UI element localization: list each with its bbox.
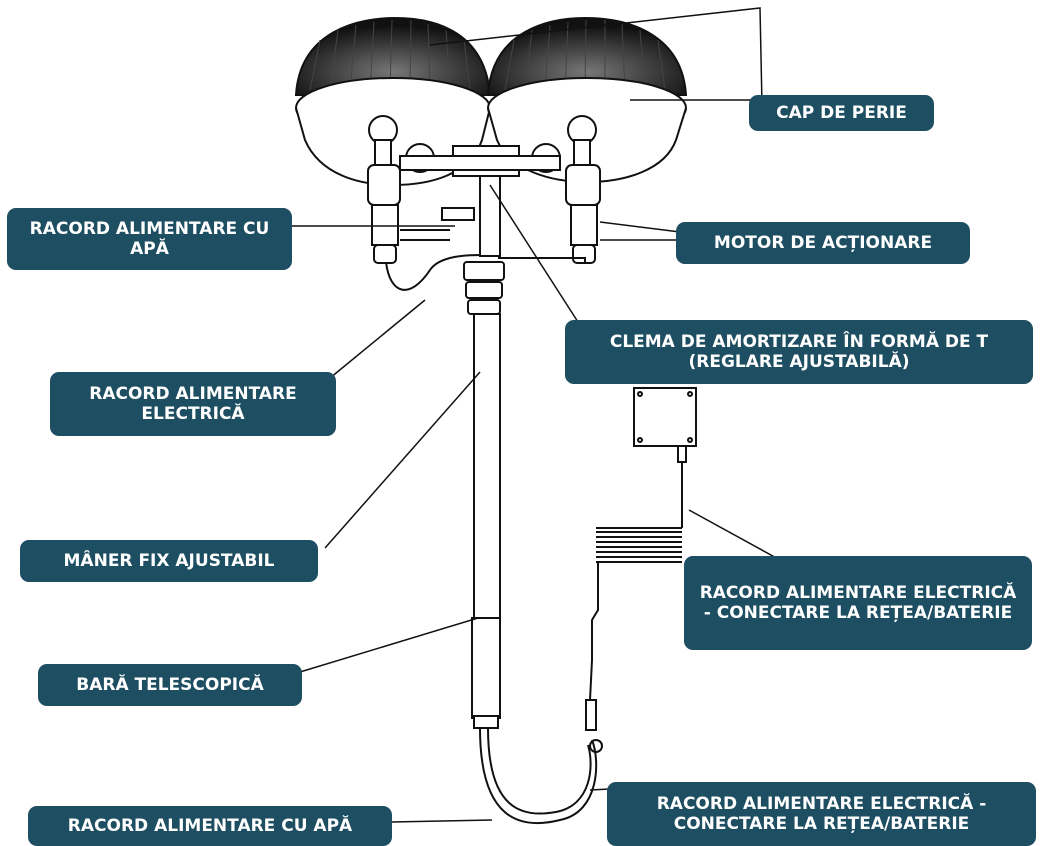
label-clema-amortizare: CLEMA DE AMORTIZARE ÎN FORMĂ DE T (REGLA… (565, 320, 1033, 384)
control-box (633, 387, 697, 463)
telescopic-pole (463, 175, 505, 729)
label-cap-de-perie: CAP DE PERIE (749, 95, 934, 131)
label-racord-apa-bottom: RACORD ALIMENTARE CU APĂ (28, 806, 392, 846)
label-bara-telescopica: BARĂ TELESCOPICĂ (38, 664, 302, 706)
label-racord-electric-bottom: RACORD ALIMENTARE ELECTRICĂ - CONECTARE … (607, 782, 1036, 846)
leader-lines (290, 7, 781, 823)
label-racord-apa-top: RACORD ALIMENTARE CU APĂ (7, 208, 292, 270)
right-motor (531, 115, 601, 264)
label-maner-fix: MÂNER FIX AJUSTABIL (20, 540, 318, 582)
t-clamp (399, 145, 561, 221)
bottom-hose-loop (479, 727, 603, 825)
coiled-cable (585, 462, 683, 731)
head-hoses (385, 229, 586, 291)
label-racord-electric-right: RACORD ALIMENTARE ELECTRICĂ - CONECTARE … (684, 556, 1032, 650)
label-racord-electric-left: RACORD ALIMENTARE ELECTRICĂ (50, 372, 336, 436)
label-motor-actionare: MOTOR DE ACȚIONARE (676, 222, 970, 264)
